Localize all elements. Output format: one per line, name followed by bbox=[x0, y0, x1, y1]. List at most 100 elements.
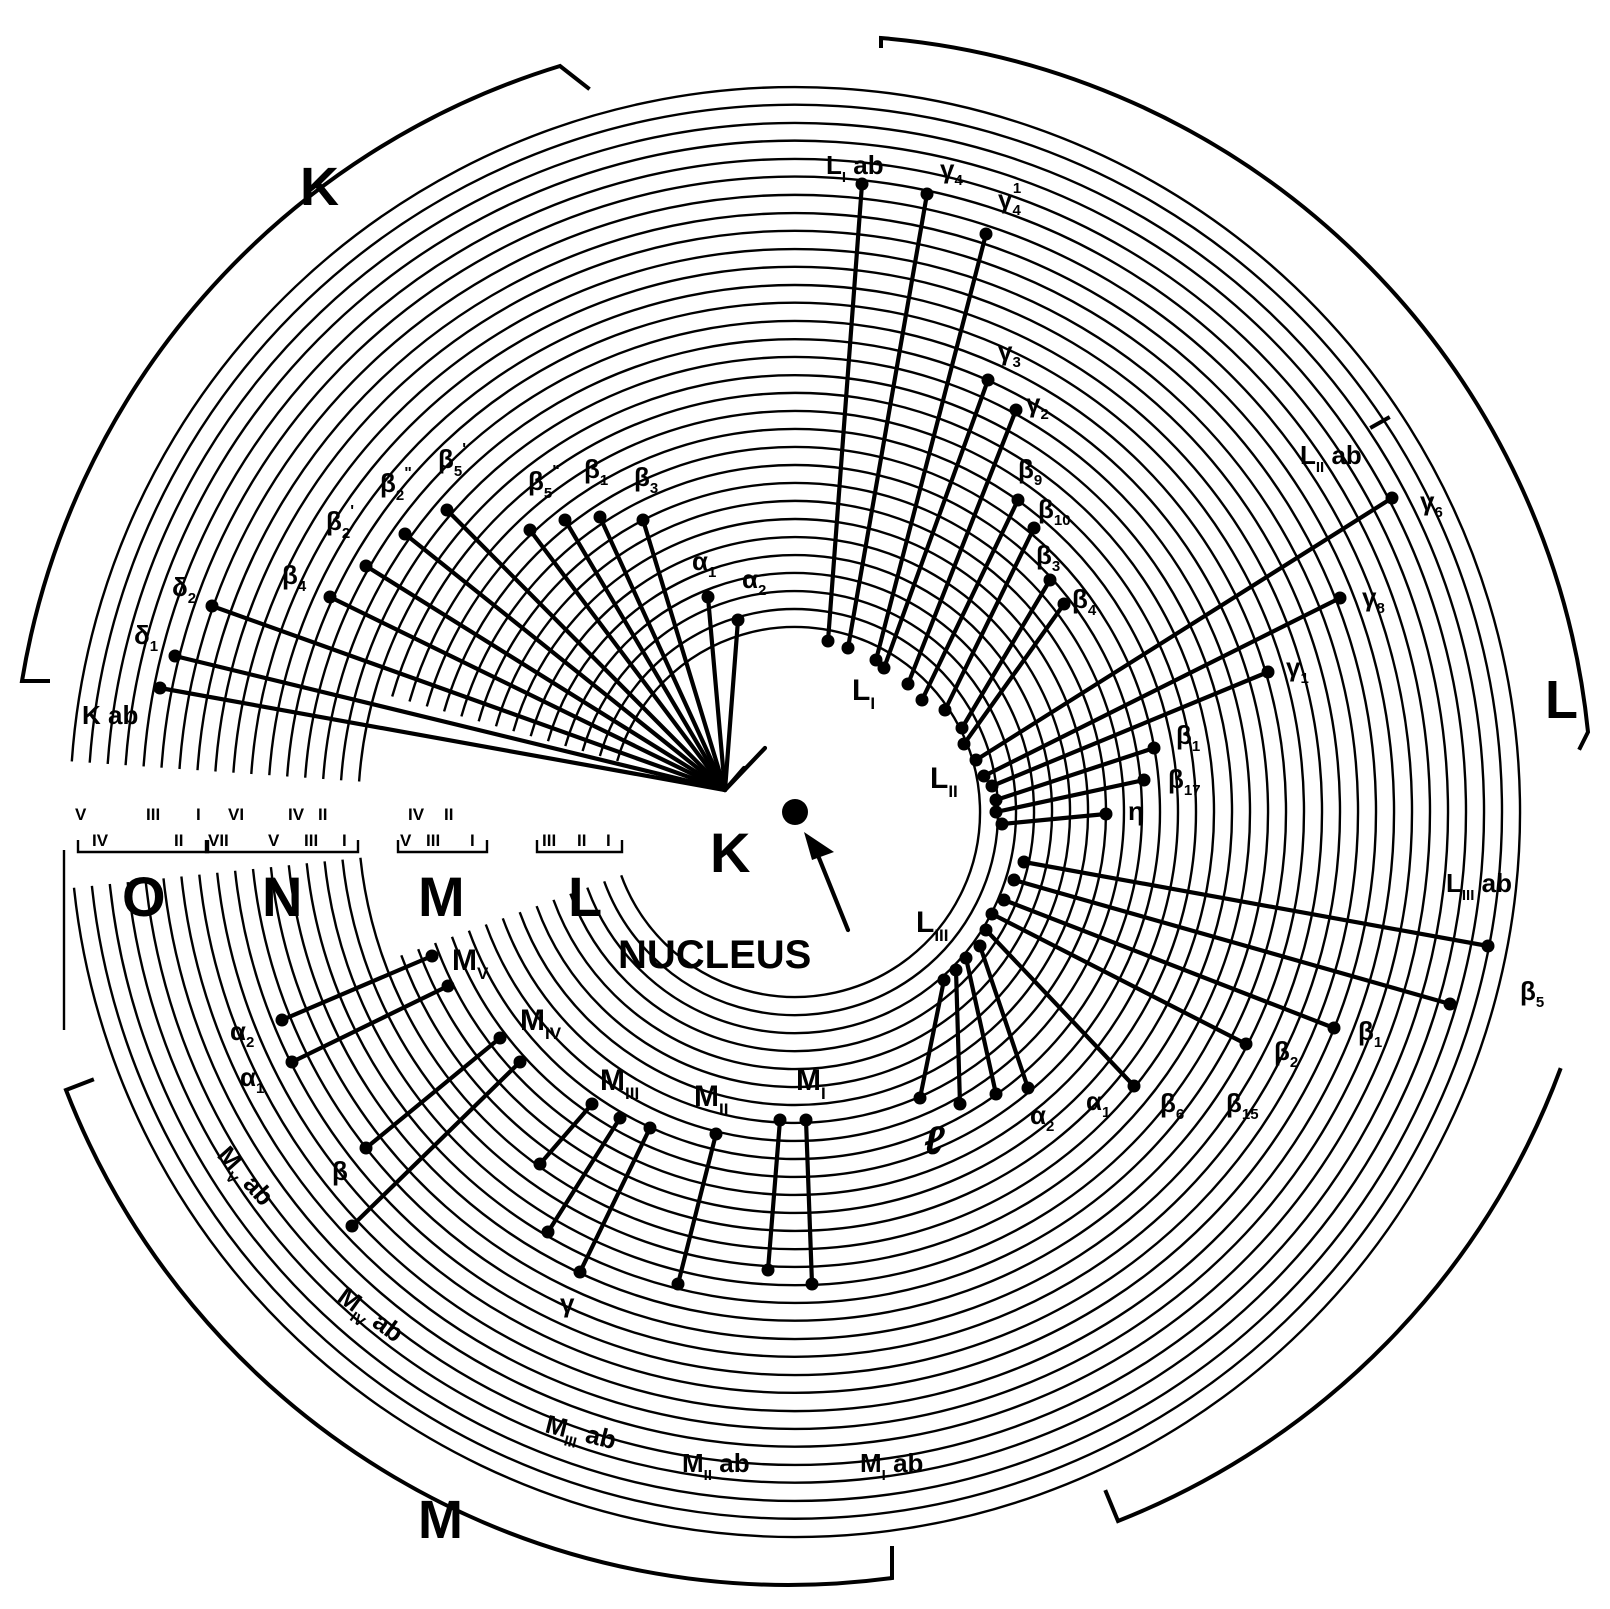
energy-ring-24 bbox=[178, 193, 1414, 1431]
energy-level-rings bbox=[70, 85, 1522, 1539]
energy-ring-0 bbox=[616, 625, 982, 999]
l-transition-ray-17-start-dot bbox=[997, 893, 1011, 907]
k-transition-ray-2 bbox=[209, 603, 728, 793]
l-transition-ray-0 bbox=[825, 181, 865, 644]
shell-label-m: M bbox=[418, 1490, 463, 1550]
m-transition-ray-8-start-dot bbox=[773, 1113, 787, 1127]
l-transition-ray-10 bbox=[981, 595, 1343, 779]
level-m2: MII bbox=[694, 1080, 728, 1119]
k-transition-ray-10-end-dot bbox=[636, 513, 650, 527]
m-transition-ray-0-end-dot bbox=[275, 1013, 289, 1027]
m-transition-ray-4-end-dot bbox=[533, 1157, 547, 1171]
l-transition-ray-1-end-dot bbox=[920, 187, 934, 201]
l-transition-ray-11-start-dot bbox=[985, 779, 999, 793]
m-transition-ray-9-end-dot bbox=[805, 1277, 819, 1291]
k-line-delta2: δ2 bbox=[172, 572, 196, 607]
l-transition-ray-8-start-dot bbox=[957, 737, 971, 751]
energy-ring-28 bbox=[106, 121, 1486, 1503]
m-transition-ray-4 bbox=[537, 1101, 595, 1167]
nucleus-arrow-head bbox=[804, 832, 834, 860]
n-group-bracket bbox=[204, 840, 360, 854]
l-transition-ray-16 bbox=[1011, 877, 1453, 1007]
n-sublevel-v: V bbox=[268, 831, 280, 850]
m-transition-ray-5-start-dot bbox=[613, 1111, 627, 1125]
k-transition-ray-4 bbox=[363, 563, 728, 793]
l-transition-ray-4-start-dot bbox=[901, 677, 915, 691]
k-transition-ray-10 bbox=[640, 517, 728, 793]
nucleus-arrow-shaft bbox=[812, 845, 851, 933]
energy-ring-5 bbox=[529, 535, 1072, 1089]
level-m1: MI bbox=[796, 1064, 826, 1103]
n-sublevel-iv: IV bbox=[288, 805, 305, 824]
shell-label-k: K bbox=[300, 157, 339, 217]
l-transition-ray-16-end-dot bbox=[1443, 997, 1457, 1011]
m-series-labels: α2 α1 β γ bbox=[230, 1016, 575, 1318]
k-line-beta2-prime: β2' bbox=[326, 503, 354, 542]
l-transition-ray-7 bbox=[959, 577, 1053, 731]
sublevel-labels: V III I IV II VI IV II VII V III I IV II… bbox=[75, 805, 611, 850]
l-transition-ray-15-start-dot bbox=[1017, 855, 1031, 869]
l-line-gamma3: γ3 bbox=[998, 336, 1021, 371]
l-transition-ray-21 bbox=[963, 955, 999, 1097]
energy-ring-9 bbox=[460, 463, 1144, 1161]
m-transition-ray-3 bbox=[349, 1059, 523, 1229]
group-label-l: L bbox=[568, 865, 602, 928]
n-sublevel-i: I bbox=[342, 831, 347, 850]
l-transition-ray-5-start-dot bbox=[915, 693, 929, 707]
l-transition-ray-12 bbox=[993, 745, 1157, 803]
l-line-ell: ℓ bbox=[924, 1119, 945, 1163]
k-line-beta1: β1 bbox=[584, 454, 608, 489]
l-sublevel-i: I bbox=[606, 831, 611, 850]
transition-lines bbox=[153, 177, 1495, 1291]
l-transition-ray-5 bbox=[919, 497, 1021, 703]
k-transition-ray-12 bbox=[722, 617, 741, 793]
k-line-alpha2: α2 bbox=[742, 564, 766, 599]
l-transition-ray-9-start-dot bbox=[969, 753, 983, 767]
l-line-gamma4-1: γ41 bbox=[998, 180, 1021, 219]
l-transition-ray-4 bbox=[905, 407, 1019, 687]
l-transition-ray-4-end-dot bbox=[1009, 403, 1023, 417]
level-l3: LIII bbox=[916, 906, 949, 945]
k-line-beta5-prime: β5' bbox=[438, 441, 466, 480]
m-sublevel-ii: II bbox=[444, 805, 453, 824]
l-transition-ray-6-start-dot bbox=[938, 703, 952, 717]
l-transition-ray-1-start-dot bbox=[841, 641, 855, 655]
m-transition-ray-4-start-dot bbox=[585, 1097, 599, 1111]
energy-ring-6 bbox=[512, 517, 1090, 1107]
m-transition-ray-0 bbox=[279, 953, 435, 1023]
energy-ring-13 bbox=[391, 391, 1216, 1233]
level-group-brackets bbox=[62, 840, 624, 1030]
level-m3: MIII bbox=[600, 1064, 639, 1103]
l-transition-ray-7-start-dot bbox=[955, 721, 969, 735]
energy-ring-26 bbox=[142, 157, 1450, 1467]
energy-ring-18 bbox=[286, 301, 1306, 1322]
l-line-beta1-upper: β1 bbox=[1176, 720, 1200, 755]
l-transition-ray-22-start-dot bbox=[949, 963, 963, 977]
l-line-alpha2: α2 bbox=[1030, 1100, 1054, 1135]
k-transition-ray-6 bbox=[444, 507, 728, 793]
l-sublevel-iii: III bbox=[542, 831, 556, 850]
m-group-bracket bbox=[396, 840, 489, 854]
l-transition-ray-21-end-dot bbox=[989, 1087, 1003, 1101]
l-transition-ray-19-start-dot bbox=[979, 923, 993, 937]
o-sublevel-iii: III bbox=[146, 805, 160, 824]
l-transition-ray-3-end-dot bbox=[981, 373, 995, 387]
m-transition-ray-8-end-dot bbox=[761, 1263, 775, 1277]
k-line-beta2-dblprime: β2" bbox=[380, 465, 412, 504]
group-label-o: O bbox=[122, 865, 166, 928]
m-transition-ray-7-start-dot bbox=[709, 1127, 723, 1141]
l-transition-ray-10-start-dot bbox=[977, 769, 991, 783]
energy-ring-25 bbox=[160, 175, 1432, 1448]
n-sublevel-iii: III bbox=[304, 831, 318, 850]
k-transition-ray-5 bbox=[402, 531, 728, 793]
level-l2: LII bbox=[930, 762, 958, 801]
k-line-beta4: β4 bbox=[282, 560, 307, 595]
m-transition-ray-1 bbox=[289, 983, 451, 1065]
l-transition-ray-8 bbox=[961, 601, 1067, 747]
k-short-ray-1 bbox=[722, 745, 768, 793]
l-transition-ray-17-end-dot bbox=[1327, 1021, 1341, 1035]
energy-ring-2 bbox=[581, 589, 1018, 1035]
group-label-n: N bbox=[262, 865, 302, 928]
l-transition-ray-0-start-dot bbox=[821, 634, 835, 648]
l-transition-ray-23-end-dot bbox=[913, 1091, 927, 1105]
